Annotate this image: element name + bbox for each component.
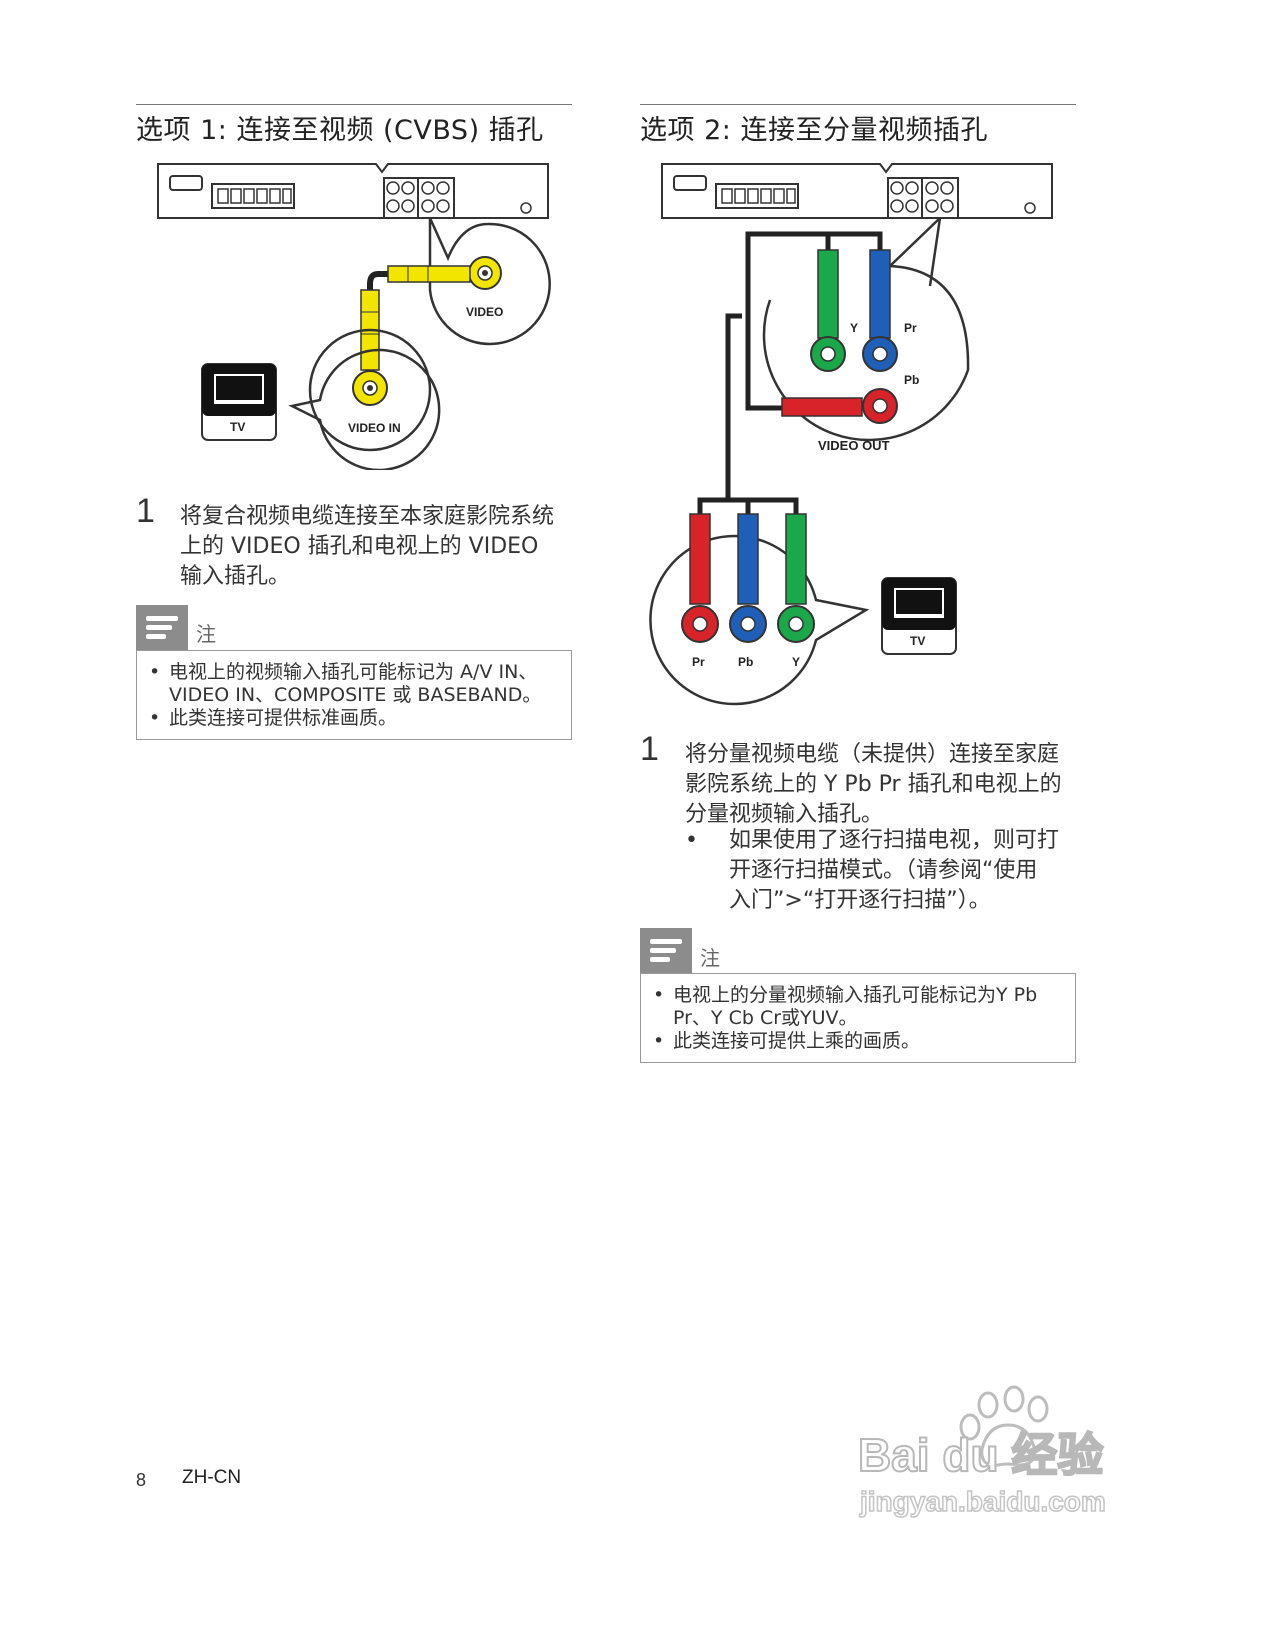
- paw-logo-icon: [959, 1385, 1049, 1467]
- note-box-option2: 电视上的分量视频输入插孔可能标记为Y Pb Pr、Y Cb Cr或YUV。 此类…: [640, 973, 1076, 1063]
- step-text-option2: 将分量视频电缆（未提供）连接至家庭 影院系统上的 Y Pb Pr 插孔和电视上的…: [685, 740, 1085, 830]
- sub-line: 如果使用了逐行扫描电视，则可打: [729, 828, 1060, 853]
- step-number-option2: 1: [640, 730, 659, 768]
- heading-option1: 选项 1: 连接至视频 (CVBS) 插孔: [136, 115, 544, 146]
- video-in-callout: VIDEO IN: [288, 328, 441, 470]
- heading-option2: 选项 2: 连接至分量视频插孔: [640, 115, 988, 146]
- component-connection-diagram: Y Pr Pb VIDEO OUT Pr Pb Y TV: [649, 163, 1053, 706]
- note-icon: [640, 928, 692, 974]
- label-tv-pb: Pb: [738, 655, 753, 669]
- note-item: 此类连接可提供上乘的画质。: [653, 1030, 1067, 1053]
- label-pb: Pb: [904, 373, 919, 387]
- video-jack-callout: VIDEO: [428, 217, 551, 346]
- note-icon: [136, 605, 188, 651]
- step-line: 影院系统上的 Y Pb Pr 插孔和电视上的: [685, 772, 1062, 797]
- sub-line: 开逐行扫描模式。（请参阅“使用: [729, 858, 1038, 883]
- language-code: ZH-CN: [182, 1467, 242, 1488]
- step-line: 上的 VIDEO 插孔和电视上的 VIDEO: [180, 534, 539, 559]
- note-item: 电视上的视频输入插孔可能标记为 A/V IN、VIDEO IN、COMPOSIT…: [149, 661, 563, 707]
- step-line: 将复合视频电缆连接至本家庭影院系统: [180, 504, 555, 529]
- note-title-option2: 注: [700, 946, 720, 970]
- heading-rule-option2: [640, 104, 1076, 105]
- label-tv: TV: [910, 634, 925, 648]
- watermark-brand: Bai du 经验: [858, 1429, 1103, 1481]
- label-y: Y: [850, 321, 858, 335]
- step-line: 分量视频输入插孔。: [685, 802, 884, 827]
- step-text-option1: 将复合视频电缆连接至本家庭影院系统 上的 VIDEO 插孔和电视上的 VIDEO…: [180, 502, 580, 592]
- heading-rule-option1: [136, 104, 572, 105]
- step-number-option1: 1: [136, 492, 155, 530]
- step-line: 将分量视频电缆（未提供）连接至家庭: [685, 742, 1060, 767]
- cvbs-connection-diagram: VIDEO VIDEO IN TV: [157, 163, 551, 470]
- device-jacks-callout: Y Pr Pb VIDEO OUT: [762, 217, 970, 453]
- note-title-option1: 注: [196, 622, 216, 646]
- note-item: 此类连接可提供标准画质。: [149, 707, 563, 730]
- label-video-out: VIDEO OUT: [818, 438, 890, 453]
- watermark-url: jingyan.baidu.com: [859, 1486, 1106, 1517]
- tv-icon: TV: [201, 363, 277, 441]
- tv-jacks-callout: Pr Pb Y: [649, 513, 870, 706]
- label-tv: TV: [230, 420, 245, 434]
- component-cables: [697, 231, 883, 516]
- label-video-in: VIDEO IN: [348, 421, 401, 435]
- device-back-panel: [661, 163, 1053, 219]
- label-tv-pr: Pr: [692, 655, 705, 669]
- note-item: 电视上的分量视频输入插孔可能标记为Y Pb Pr、Y Cb Cr或YUV。: [653, 984, 1067, 1030]
- composite-cable: [360, 265, 471, 371]
- label-pr: Pr: [904, 321, 917, 335]
- note-box-option1: 电视上的视频输入插孔可能标记为 A/V IN、VIDEO IN、COMPOSIT…: [136, 650, 572, 740]
- sub-line: 入门”>“打开逐行扫描”）。: [729, 888, 991, 913]
- label-tv-y: Y: [792, 655, 800, 669]
- device-back-panel: [157, 163, 549, 219]
- baidu-jingyan-watermark: Bai du 经验 jingyan.baidu.com: [858, 1385, 1107, 1518]
- step-sub-bullet: • 如果使用了逐行扫描电视，则可打 开逐行扫描模式。（请参阅“使用 入门”>“打…: [685, 826, 1085, 918]
- page-number: 8: [136, 1470, 147, 1490]
- step-line: 输入插孔。: [180, 564, 291, 589]
- label-video: VIDEO: [466, 305, 503, 319]
- tv-icon: TV: [881, 577, 957, 655]
- bullet-dot: •: [685, 828, 698, 853]
